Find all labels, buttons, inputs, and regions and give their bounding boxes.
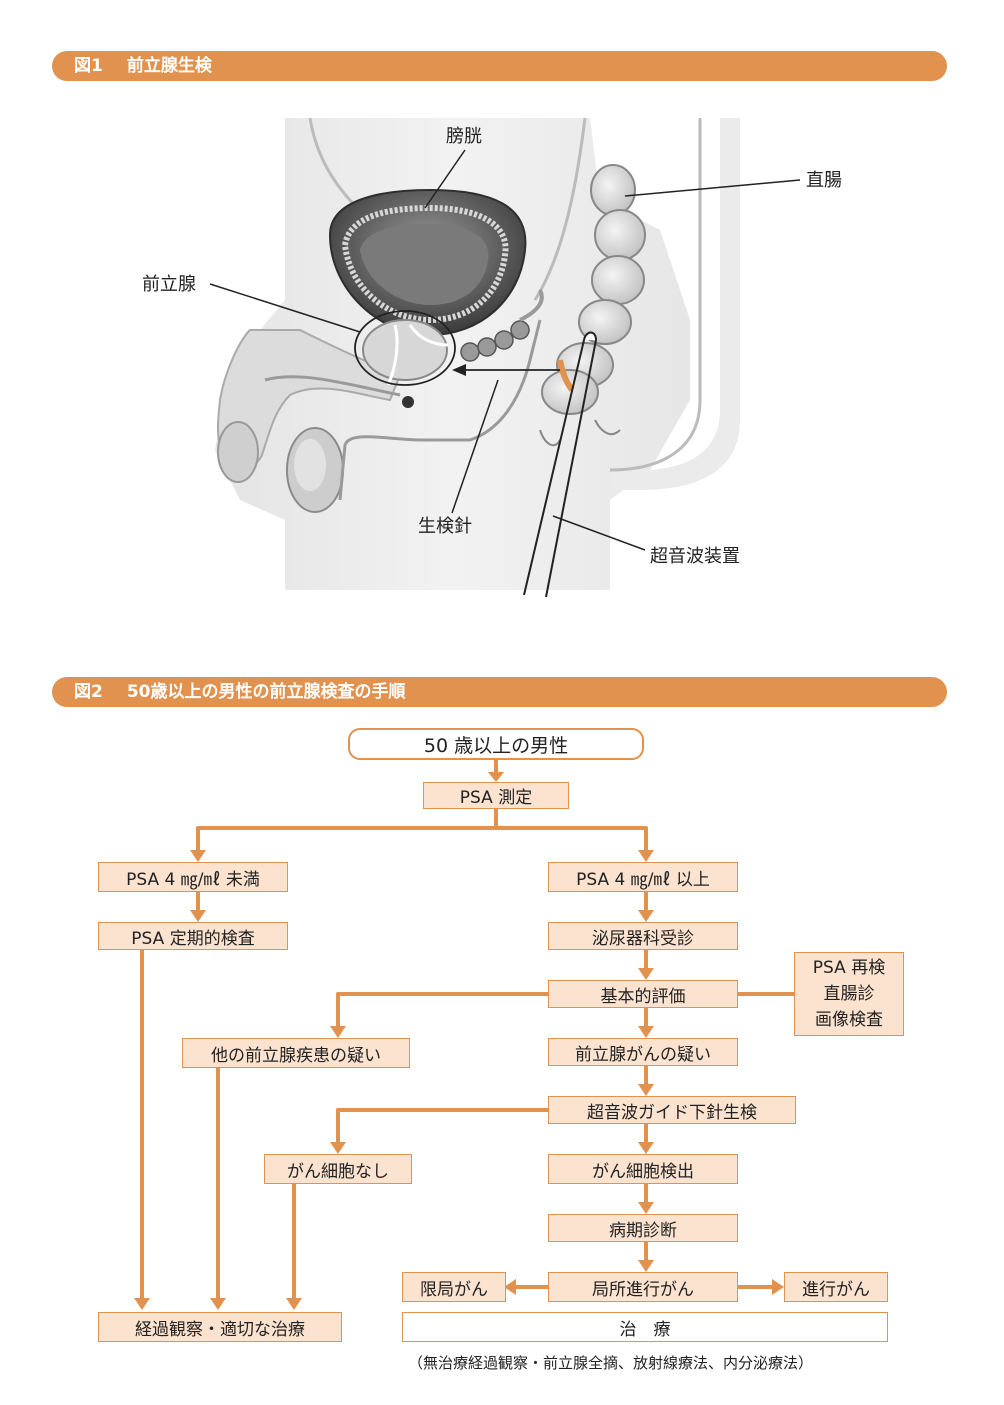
node-cancer-detected: がん細胞検出 [548,1154,738,1184]
leader-lines [209,149,801,551]
ultrasound-probe-shape [523,331,597,598]
figure1-number: 図1 [74,56,103,76]
bladder-shape [328,188,527,337]
node-localized: 限局がん [402,1272,506,1302]
node-pathology: 病期診断 [548,1214,738,1242]
node-biopsy: 超音波ガイド下針生検 [548,1096,796,1124]
node-retest-line-1: PSA 再検 [812,958,886,978]
node-urology: 泌尿器科受診 [548,922,738,950]
node-treatment: 治 療 [402,1312,888,1342]
node-retest-line-2: 直腸診 [823,984,875,1004]
figure1-header: 図1 前立腺生検 [52,51,947,81]
label-ultrasound: 超音波装置 [650,546,740,567]
figure1-title: 前立腺生検 [126,56,212,76]
prostate-shape [354,310,456,408]
label-bladder: 膀胱 [446,126,482,147]
treatment-note: （無治療経過観察・前立腺全摘、放射線療法、内分泌療法） [408,1354,814,1372]
node-other-disease: 他の前立腺疾患の疑い [182,1038,410,1068]
node-retest-line-3: 画像検査 [815,1010,883,1030]
node-no-cancer: がん細胞なし [264,1154,412,1184]
testis-shape [286,319,542,513]
figure2-title: 50歳以上の男性の前立腺検査の手順 [126,682,406,702]
node-psa-high: PSA 4 ㎎/㎖ 以上 [548,862,738,892]
node-psa-test: PSA 測定 [423,782,569,809]
prostate-biopsy-illustration: 膀胱 直腸 前立腺 生検針 超音波装置 [142,117,842,598]
figure2-number: 図2 [74,682,103,702]
label-prostate: 前立腺 [142,274,196,295]
node-start: 50 歳以上の男性 [348,728,644,760]
figure2-header: 図2 50歳以上の男性の前立腺検査の手順 [52,677,947,707]
node-locally-advanced: 局所進行がん [548,1272,738,1302]
node-psa-low: PSA 4 ㎎/㎖ 未満 [98,862,288,892]
seminal-vesicle-shape [460,289,544,362]
node-psa-periodic: PSA 定期的検査 [98,922,288,950]
label-needle: 生検針 [418,516,472,537]
node-observation: 経過観察・適切な治療 [98,1312,342,1342]
node-cancer-suspect: 前立腺がんの疑い [548,1038,738,1066]
node-advanced: 進行がん [784,1272,888,1302]
node-retest: PSA 再検 直腸診 画像検査 [794,952,904,1036]
label-rectum: 直腸 [806,170,842,191]
biopsy-needle-arrow [452,364,560,376]
node-basic-eval: 基本的評価 [548,980,738,1008]
